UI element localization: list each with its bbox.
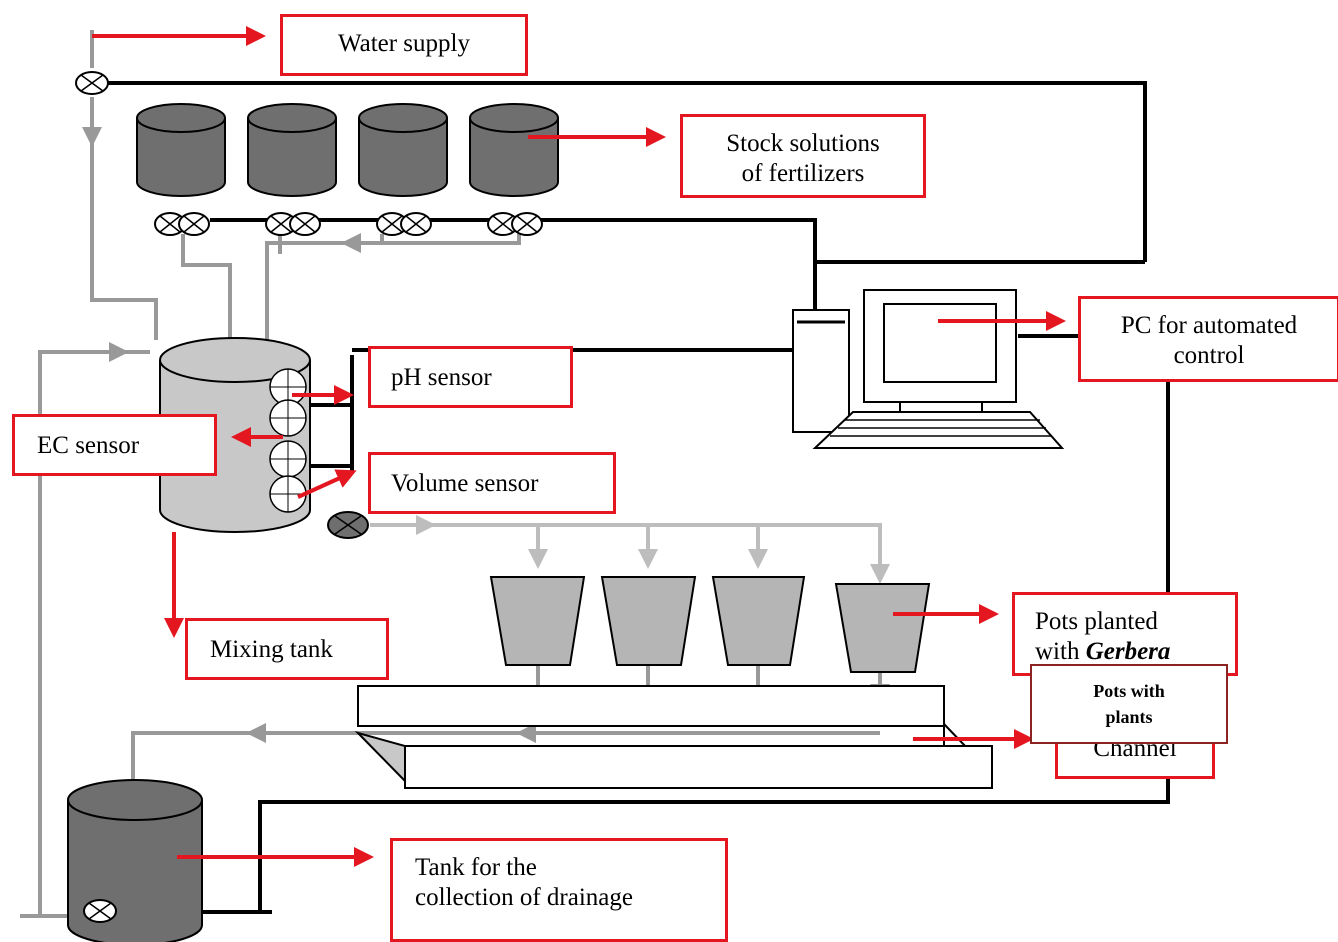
ec-sensor-label: EC sensor [12, 414, 217, 476]
valve-icon [376, 212, 408, 236]
valve-icon [178, 212, 210, 236]
computer-icon [792, 289, 1065, 449]
valve-icon [511, 212, 543, 236]
valve-icon [265, 212, 297, 236]
drainage-tank-label: Tank for the collection of drainage [390, 838, 728, 942]
pots-gerbera-text: Pots planted with [1035, 608, 1158, 665]
pot-icon [711, 576, 806, 666]
valve-icon [400, 212, 432, 236]
stock-tank [136, 103, 226, 197]
pump-valve-icon [327, 511, 369, 539]
pot-icon [489, 576, 586, 666]
stock-tank [247, 103, 337, 197]
valve-icon [83, 899, 117, 923]
stock-tank [469, 103, 559, 197]
pc-control-label: PC for automated control [1078, 296, 1338, 382]
stock-tank [358, 103, 448, 197]
stock-solutions-label: Stock solutions of fertilizers [680, 114, 926, 198]
water-supply-label: Water supply [280, 14, 528, 76]
pots-with-plants-note: Pots with plants [1030, 664, 1228, 744]
valve-icon [75, 71, 109, 95]
drainage-channel [354, 685, 993, 789]
valve-icon [289, 212, 321, 236]
mixing-tank-label: Mixing tank [185, 618, 389, 680]
distribution-pipes [370, 515, 890, 584]
callout-arrows [92, 26, 1066, 867]
pot-icon [600, 576, 697, 666]
pot-icon [834, 583, 931, 673]
ph-sensor-label: pH sensor [368, 346, 573, 408]
volume-sensor-label: Volume sensor [368, 452, 616, 514]
gerbera-emphasis: Gerbera [1085, 638, 1171, 665]
sensor-probe-icon [269, 440, 307, 478]
sensor-probe-icon [269, 399, 307, 437]
